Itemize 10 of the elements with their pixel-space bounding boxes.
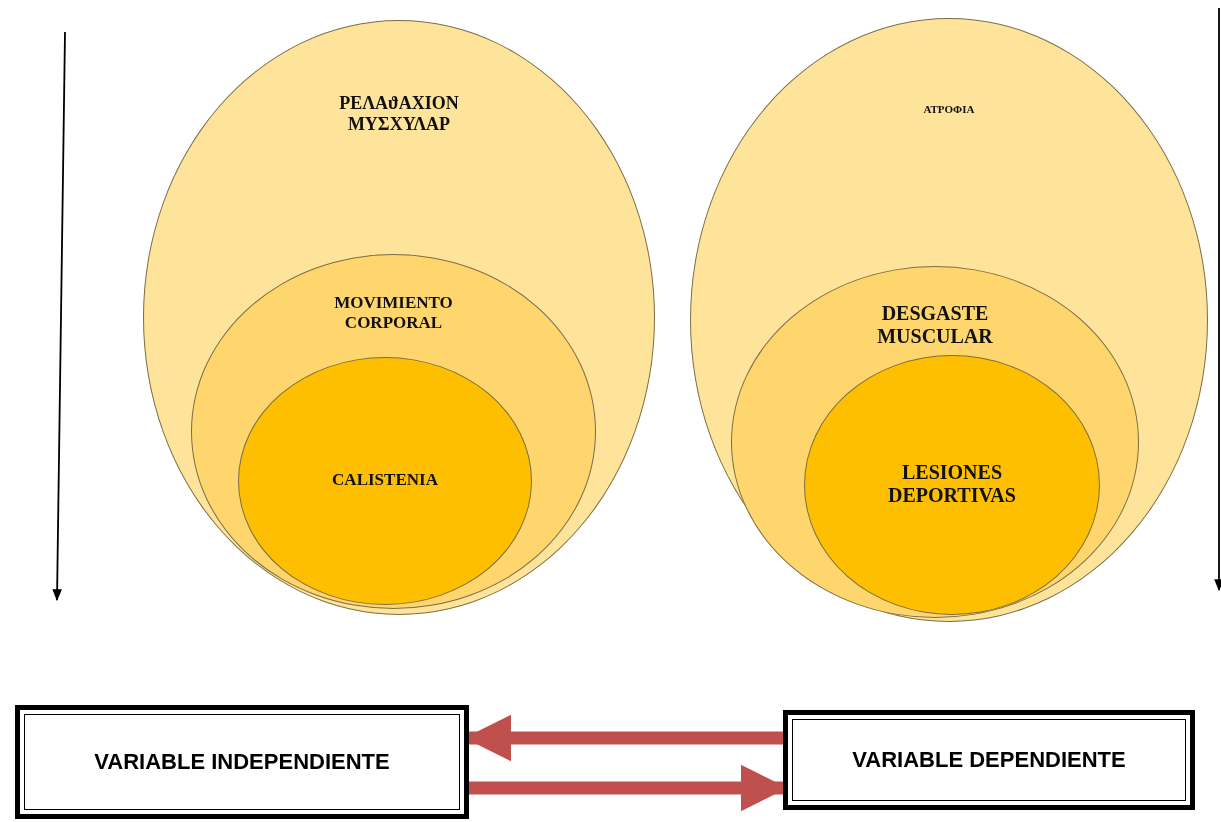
box-label: VARIABLE INDEPENDIENTE — [93, 749, 391, 775]
ellipse-label: MOVIMIENTO CORPORAL — [333, 293, 454, 333]
ellipse-label: LESIONES DEPORTIVAS — [887, 461, 1017, 507]
box-label: VARIABLE DEPENDIENTE — [851, 747, 1127, 773]
variable-box — [15, 705, 469, 819]
ellipse-label: DESGASTE MUSCULAR — [876, 302, 994, 348]
variable-box — [783, 710, 1195, 810]
ellipse-label: ΡΕΛΑϑΑΧΙΟΝ ΜΥΣΧΥΛΑΡ — [338, 93, 460, 135]
ellipse-label: CALISTENIA — [331, 470, 439, 490]
ellipse-label: ΑΤΡΟΦΙΑ — [922, 103, 976, 115]
